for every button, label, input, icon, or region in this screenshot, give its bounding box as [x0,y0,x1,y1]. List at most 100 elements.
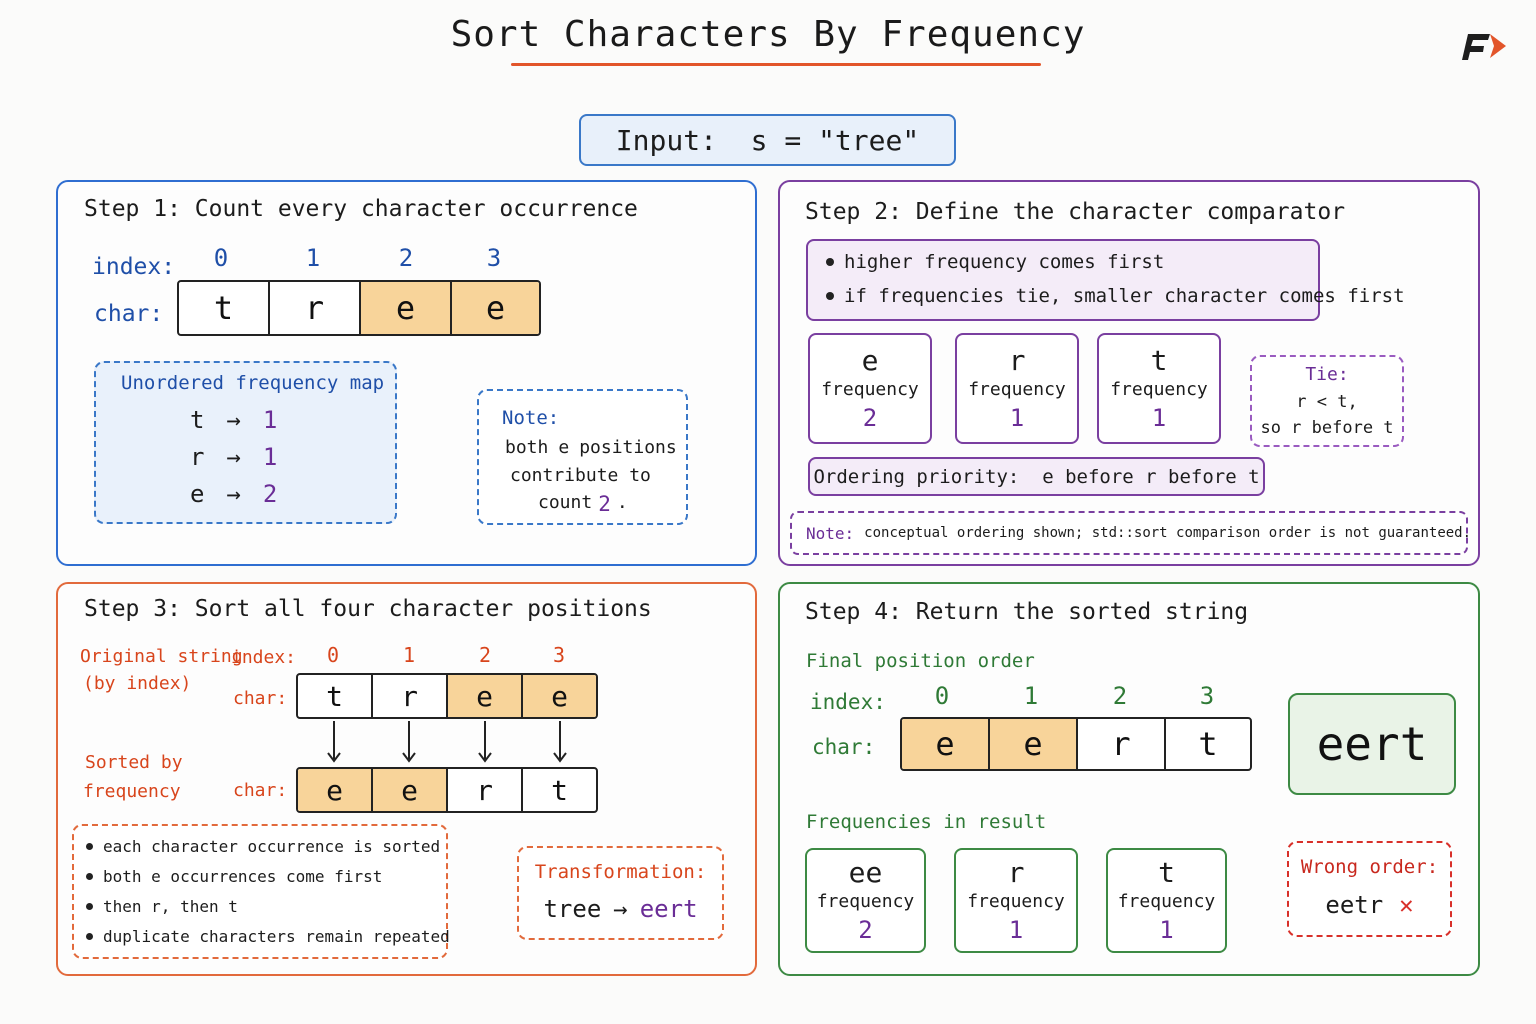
card-value: 2 [862,403,878,432]
step3-sorted-cell-3: t [551,773,568,807]
step1-note-line3: count 2 . [538,492,628,516]
step3-sorted-cell-0: e [298,769,373,811]
card-char: r [1008,343,1026,377]
card-char: e [861,343,879,377]
transform-from: tree [543,895,602,923]
step4-final-array: e e r t [900,717,1252,771]
step3-bullets-box [72,824,448,959]
map-arrow: → [226,406,241,434]
card-value: 1 [1159,915,1174,944]
map-arrow: → [226,443,241,471]
note-text: count [538,492,593,513]
step1-index-label: index: [92,254,176,280]
step1-char-array: t r e e [177,280,541,336]
result-freq-card-r: r frequency 1 [954,848,1078,953]
card-value: 1 [1009,403,1025,432]
step1-note-title: Note: [502,407,560,429]
step1-index-2: 2 [398,244,414,272]
ordering-priority-text: Ordering priority: e before r before t [813,465,1260,488]
step4-index-3: 3 [1199,682,1215,710]
wrong-order-value: eetr [1325,891,1384,919]
step2-note-label: Note: [806,523,855,543]
tie-title: Tie: [1305,364,1349,385]
step1-char-label: char: [94,301,164,327]
note-text: positions [579,437,677,458]
input-box: Input: s = "tree" [579,114,956,166]
step3-sorted-cell-2: r [448,769,523,811]
step3-index-0: 0 [326,643,340,667]
step3-index-1: 1 [402,643,416,667]
step3-index-label: index: [231,647,297,668]
transform-to: eert [639,895,698,923]
card-label: frequency [1117,890,1216,912]
rule-text: if frequencies tie, smaller character co… [844,285,1405,307]
step4-cell-2: r [1078,719,1166,769]
bullet-dot [86,933,93,940]
step3-index-2: 2 [478,643,492,667]
note-count: 2 [598,492,611,516]
map-key: t [190,406,205,434]
note-text: both [505,437,549,458]
wrong-x-icon: ✕ [1399,891,1414,919]
card-char: t [1158,855,1175,889]
card-value: 1 [1008,915,1024,944]
frequency-map-row-e: e → 2 [190,480,277,508]
freq-card-r: r frequency 1 [955,333,1079,444]
step1-cell-0: t [179,282,270,334]
step1-title: Step 1: Count every character occurrence [84,196,638,222]
step1-note-line1: both e positions [505,437,677,458]
bullet-text: each character occurrence is sorted [103,837,441,856]
bullet-dot [86,873,93,880]
freq-card-t: t frequency 1 [1097,333,1221,444]
step3-bullet-4: duplicate characters remain repeated [86,927,450,946]
note-char: e [558,437,570,458]
step4-index-1: 1 [1023,682,1039,710]
card-char: r [1007,855,1025,889]
card-value: 2 [858,915,873,944]
note-text: . [616,492,628,513]
card-label: frequency [821,378,919,400]
transform-arrow: → [613,895,628,923]
card-label: frequency [1110,378,1208,400]
step1-index-0: 0 [213,244,229,272]
comparator-rule-2: if frequencies tie, smaller character co… [826,285,1405,307]
comparator-rules-box [806,239,1320,321]
ordering-priority-box: Ordering priority: e before r before t [808,457,1265,496]
input-label: Input: s = "tree" [615,123,920,157]
map-value: 2 [262,480,278,508]
result-freq-card-t: t frequency 1 [1106,848,1227,953]
step3-sorted-array: e e r t [296,767,598,813]
sorted-label-2: frequency [83,781,181,802]
brand-logo-icon [1462,34,1506,60]
original-string-label-2: (by index) [83,673,192,694]
step2-note-box: Note: conceptual ordering shown; std::so… [790,511,1472,555]
step3-bullet-1: each character occurrence is sorted [86,837,440,856]
wrong-order-box [1287,841,1452,937]
freq-in-result-label: Frequencies in result [806,811,1047,833]
step3-bullet-3: then r, then t [86,897,238,916]
step3-sorted-cell-1: e [373,769,448,811]
tie-box [1250,355,1404,447]
step1-cell-1: r [270,282,361,334]
bullet-dot [826,258,834,266]
rule-text: higher frequency comes first [844,251,1165,273]
card-value: 1 [1151,403,1167,432]
step2-note-text: conceptual ordering shown; std::sort com… [864,525,1472,541]
bullet-text: both e occurrences come first [103,867,383,886]
frequency-map-row-t: t → 1 [190,406,277,434]
bullet-text: then r, then t [103,897,238,916]
card-char: t [1150,343,1168,377]
transformation-expression: tree → eert [517,895,724,923]
tie-line2: so r before t [1260,418,1394,438]
map-arrow: → [226,480,241,508]
step4-cell-0: e [902,719,990,769]
card-label: frequency [968,378,1066,400]
bullet-text: duplicate characters remain repeated [103,927,450,946]
wrong-order-title: Wrong order: [1300,856,1439,878]
comparator-rule-1: higher frequency comes first [826,251,1164,273]
bullet-dot [86,903,93,910]
step4-index-label: index: [810,690,886,714]
tie-line1: r < t, [1296,392,1358,412]
step1-cell-2: e [361,282,452,334]
frequency-map-title: Unordered frequency map [121,372,385,394]
